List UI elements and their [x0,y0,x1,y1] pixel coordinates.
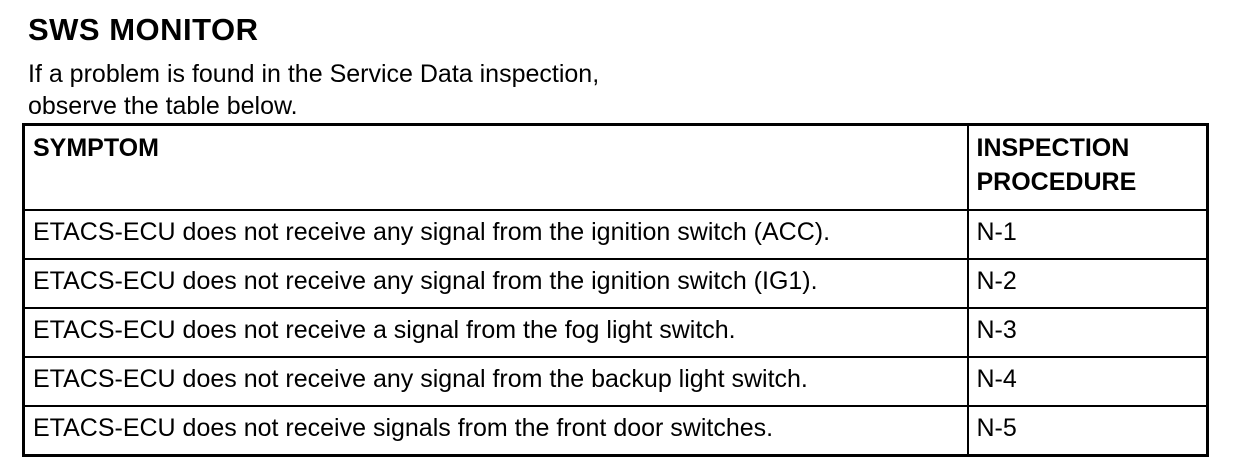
intro-line-2: observe the table below. [28,92,298,120]
symptom-table: SYMPTOM INSPECTION PROCEDURE ETACS-ECU d… [22,123,1209,457]
table-row: ETACS-ECU does not receive any signal fr… [22,258,1209,309]
table-row: ETACS-ECU does not receive signals from … [22,405,1209,457]
procedure-cell: N-1 [966,209,1209,260]
intro-text: If a problem is found in the Service Dat… [28,58,599,122]
table-row: ETACS-ECU does not receive a signal from… [22,307,1209,358]
procedure-cell: N-5 [966,405,1209,457]
procedure-cell: N-3 [966,307,1209,358]
symptom-column-header: SYMPTOM [22,123,969,211]
intro-line-1: If a problem is found in the Service Dat… [28,60,600,88]
page-title: SWS MONITOR [28,12,259,47]
inspection-procedure-column-header: INSPECTION PROCEDURE [966,123,1209,211]
symptom-cell: ETACS-ECU does not receive signals from … [22,405,969,457]
procedure-cell: N-2 [966,258,1209,309]
procedure-cell: N-4 [966,356,1209,407]
table-header-row: SYMPTOM INSPECTION PROCEDURE [22,123,1209,211]
symptom-cell: ETACS-ECU does not receive any signal fr… [22,258,969,309]
table-row: ETACS-ECU does not receive any signal fr… [22,356,1209,407]
symptom-cell: ETACS-ECU does not receive any signal fr… [22,209,969,260]
symptom-cell: ETACS-ECU does not receive any signal fr… [22,356,969,407]
symptom-cell: ETACS-ECU does not receive a signal from… [22,307,969,358]
table-row: ETACS-ECU does not receive any signal fr… [22,209,1209,260]
